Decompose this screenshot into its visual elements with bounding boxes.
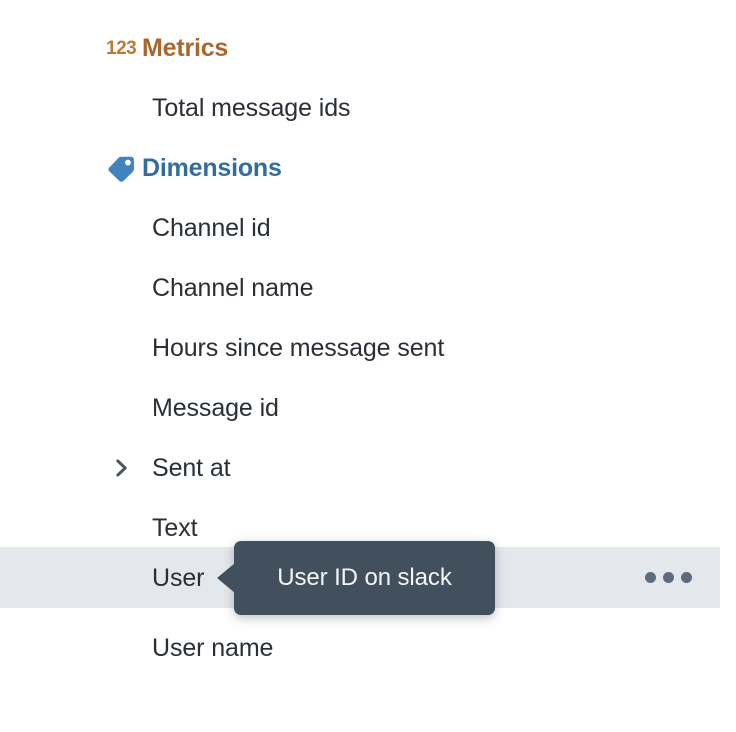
field-row-user-name[interactable]: User name [0, 618, 736, 678]
field-row-sent-at[interactable]: Sent at [0, 438, 736, 498]
group-label-metrics: Metrics [142, 33, 229, 62]
field-label: User name [152, 633, 274, 662]
tag-icon [106, 153, 142, 184]
field-row-total-message-ids[interactable]: Total message ids [0, 78, 736, 138]
field-label: Message id [152, 393, 279, 422]
field-label: Total message ids [152, 93, 351, 122]
field-row-channel-id[interactable]: Channel id [0, 198, 736, 258]
group-header-dimensions[interactable]: Dimensions [0, 138, 736, 198]
tooltip-arrow [217, 563, 235, 593]
field-row-text[interactable]: Text [0, 498, 736, 558]
field-label: Text [152, 513, 198, 542]
field-row-channel-name[interactable]: Channel name [0, 258, 736, 318]
row-overflow-menu[interactable] [645, 572, 692, 583]
overflow-dot [663, 572, 674, 583]
field-label: Sent at [152, 453, 231, 482]
group-header-metrics[interactable]: 123 Metrics [0, 18, 736, 78]
field-row-hours-since-message-sent[interactable]: Hours since message sent [0, 318, 736, 378]
field-label: Hours since message sent [152, 333, 445, 362]
field-row-message-id[interactable]: Message id [0, 378, 736, 438]
overflow-dot [681, 572, 692, 583]
group-label-dimensions: Dimensions [142, 153, 282, 182]
chevron-right-icon[interactable] [110, 457, 132, 479]
expand-slot[interactable] [98, 457, 144, 479]
field-label: Channel id [152, 213, 271, 242]
field-label: Channel name [152, 273, 314, 302]
tooltip-text: User ID on slack [277, 564, 452, 591]
field-description-tooltip: User ID on slack [217, 541, 495, 615]
123-icon: 123 [106, 37, 137, 59]
field-label: User [152, 563, 205, 592]
overflow-dot [645, 572, 656, 583]
field-row-user[interactable]: User [0, 548, 736, 608]
